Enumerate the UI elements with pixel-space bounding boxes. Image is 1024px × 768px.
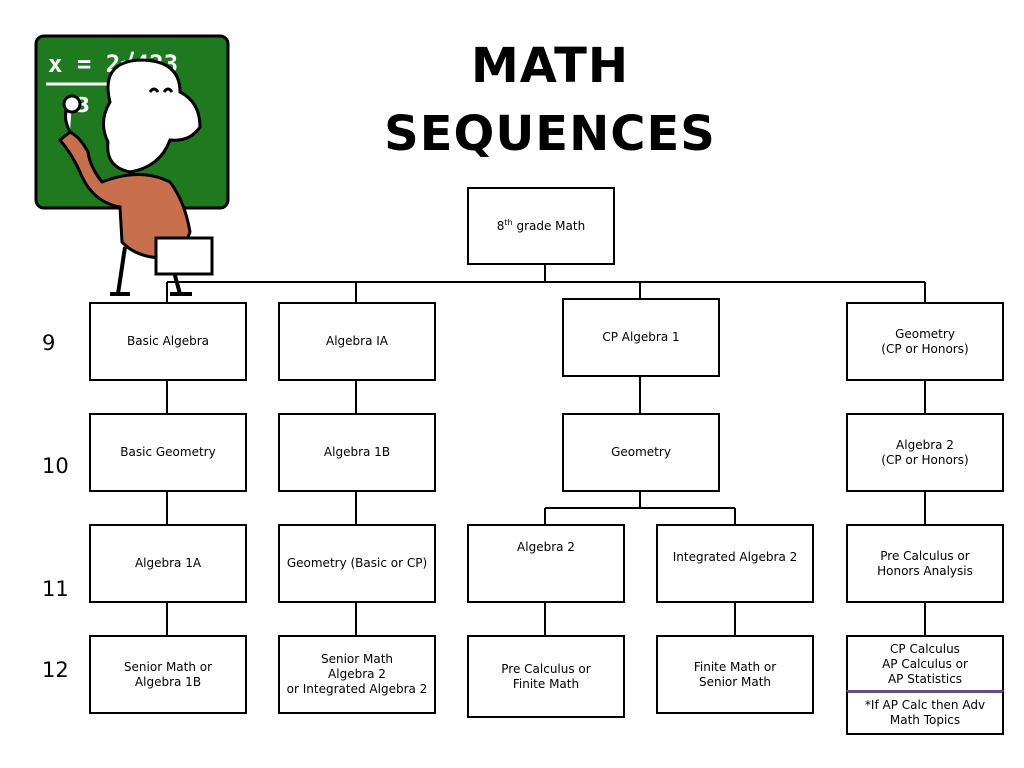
node-cp-algebra-1: CP Algebra 1 <box>562 298 720 377</box>
grade-label-11: 11 <box>42 577 69 601</box>
node-basic-algebra: Basic Algebra <box>89 302 247 381</box>
node-geometry: Geometry <box>562 413 720 492</box>
node-integrated-algebra-2: Integrated Algebra 2 <box>656 524 814 603</box>
node-8th-grade-math: 8th grade Math <box>467 187 615 265</box>
node-algebra-ia: Algebra IA <box>278 302 436 381</box>
grade-label-9: 9 <box>42 331 56 355</box>
page-title-line-1: MATH <box>470 38 630 94</box>
node-finite-math-or-senior-math: Finite Math or Senior Math <box>656 635 814 714</box>
teacher-illustration: x = 2√423 3 <box>34 34 230 296</box>
page-title-line-2: SEQUENCES <box>384 106 716 162</box>
node-basic-geometry: Basic Geometry <box>89 413 247 492</box>
node-cp-calculus-ap-calculus: CP Calculus AP Calculus or AP Statistics <box>846 635 1004 692</box>
node-pre-calculus-or-finite-math: Pre Calculus or Finite Math <box>467 635 625 718</box>
node-algebra-1b: Algebra 1B <box>278 413 436 492</box>
node-algebra-1a: Algebra 1A <box>89 524 247 603</box>
grade-label-12: 12 <box>42 658 69 682</box>
node-ap-calc-note: *If AP Calc then Adv Math Topics <box>846 690 1004 735</box>
node-senior-math-algebra-2: Senior Math Algebra 2 or Integrated Alge… <box>278 635 436 714</box>
node-geometry-basic-or-cp: Geometry (Basic or CP) <box>278 524 436 603</box>
node-senior-math-or-algebra-1b: Senior Math or Algebra 1B <box>89 635 247 714</box>
node-geometry-cp-or-honors: Geometry (CP or Honors) <box>846 302 1004 381</box>
grade-label-10: 10 <box>42 454 69 478</box>
node-pre-calculus-or-honors-analysis: Pre Calculus or Honors Analysis <box>846 524 1004 603</box>
node-algebra-2-cp-or-honors: Algebra 2 (CP or Honors) <box>846 413 1004 492</box>
node-algebra-2: Algebra 2 <box>467 524 625 603</box>
